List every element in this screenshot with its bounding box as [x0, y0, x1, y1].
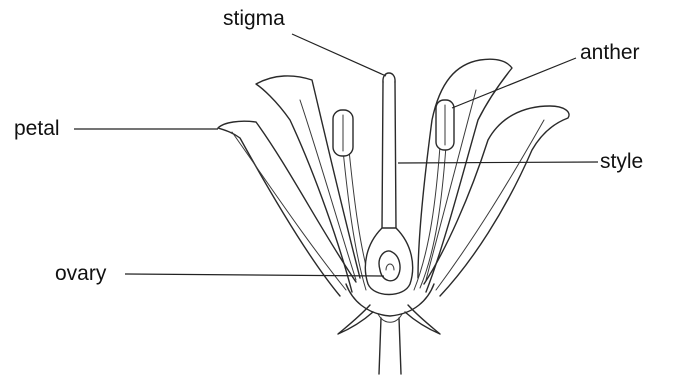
sepals [338, 305, 440, 334]
label-stigma: stigma [223, 8, 285, 29]
flower-stalk [379, 318, 401, 374]
leader-style [398, 162, 598, 163]
pistil [365, 73, 412, 295]
label-style: style [600, 151, 643, 172]
leader-anther [452, 58, 576, 108]
ovary-shape [365, 228, 412, 295]
label-petal: petal [14, 118, 60, 139]
label-anther: anther [580, 42, 640, 63]
label-ovary: ovary [55, 263, 106, 284]
leader-ovary [125, 274, 384, 276]
leader-stigma [292, 34, 386, 76]
